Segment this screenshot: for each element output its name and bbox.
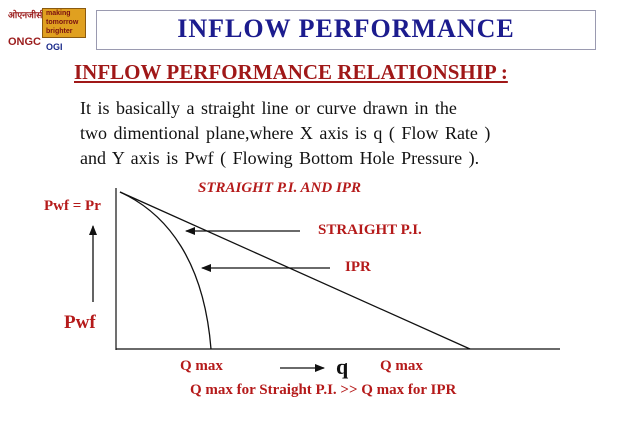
diagram-heading: STRAIGHT P.I. AND IPR [198, 180, 361, 196]
logo-mark: OGI [46, 42, 63, 52]
page-title: INFLOW PERFORMANCE [177, 14, 515, 43]
y-top-label: Pwf = Pr [44, 198, 101, 214]
ipr-label: IPR [345, 259, 371, 275]
qmax-pi-label: Q max [380, 358, 423, 374]
title-frame [96, 10, 596, 50]
logo-word: ONGC [8, 36, 41, 48]
qmax-ipr-label: Q max [180, 358, 223, 374]
logo-tagline-line-2: tomorrow [46, 19, 79, 26]
ongc-logo: ओएनजीसी making tomorrow brighter ONGC OG… [6, 6, 86, 64]
description-line-1: It is basically a straight line or curve… [80, 98, 457, 118]
straight-pi-label: STRAIGHT P.I. [318, 222, 422, 238]
comparison-note: Q max for Straight P.I. >> Q max for IPR [190, 382, 457, 398]
logo-tagline-line-3: brighter [46, 28, 73, 35]
description-line-2: two dimentional plane,where X axis is q … [80, 123, 491, 143]
description-line-3: and Y axis is Pwf ( Flowing Bottom Hole … [80, 148, 480, 168]
y-axis-label: Pwf [64, 312, 96, 333]
section-heading: INFLOW PERFORMANCE RELATIONSHIP : [74, 60, 508, 84]
logo-tagline-line-1: making [46, 10, 71, 17]
ipr-curve [119, 191, 212, 350]
logo-hindi-text: ओएनजीसी [8, 11, 45, 21]
x-axis-label: q [336, 354, 349, 379]
straight-pi-line [119, 191, 471, 350]
description-paragraph: It is basically a straight line or curve… [80, 96, 630, 171]
logo-tagline-box: making tomorrow brighter [42, 8, 86, 38]
